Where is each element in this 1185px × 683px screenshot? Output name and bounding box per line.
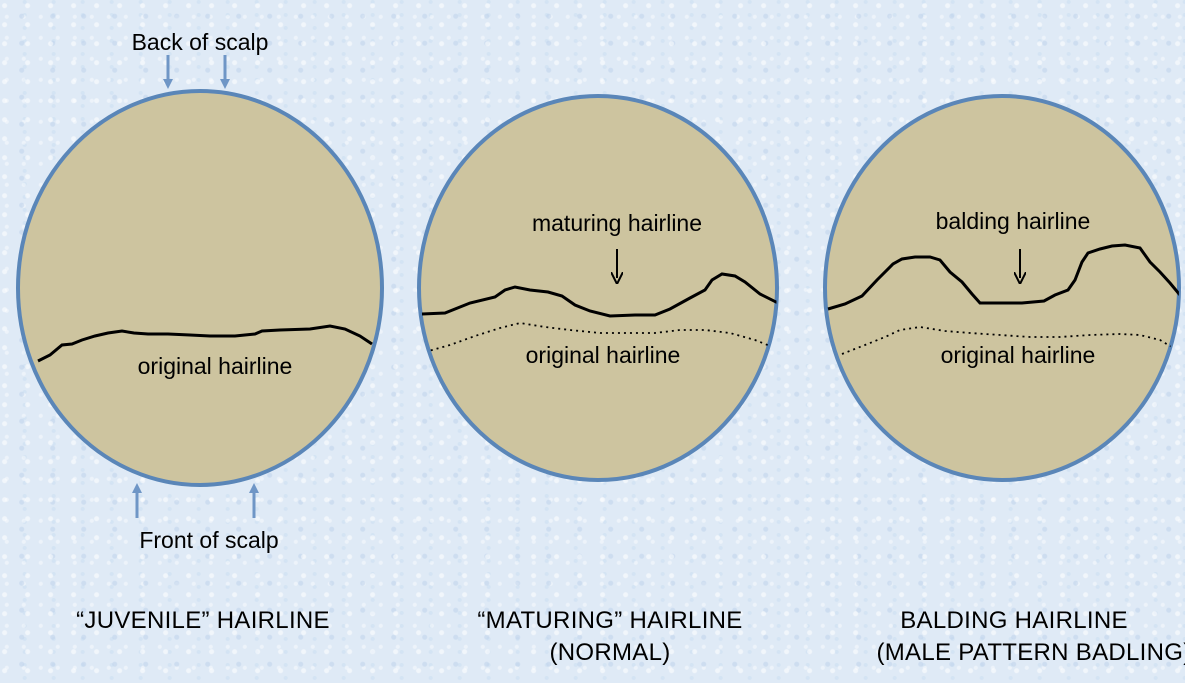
maturing-new-hairline <box>421 272 777 318</box>
juvenile-original-hairline <box>37 324 373 363</box>
front-of-scalp-label: Front of scalp <box>139 527 278 553</box>
back-of-scalp-label: Back of scalp <box>132 29 269 55</box>
maturing-caption-line2: (NORMAL) <box>549 639 670 666</box>
balding-caption-line1: BALDING HAIRLINE <box>900 607 1128 634</box>
maturing-panel: maturing hairline original hairline “MAT… <box>417 94 779 666</box>
balding-scalp <box>823 94 1181 482</box>
balding-caption-line2: (MALE PATTERN BADLING) <box>876 639 1185 666</box>
balding-panel: balding hairline original hairline BALDI… <box>823 94 1185 666</box>
maturing-original-label: original hairline <box>526 342 681 368</box>
balding-new-hairline <box>827 243 1179 311</box>
balding-hairline-label: balding hairline <box>936 208 1091 234</box>
juvenile-hairline-label: original hairline <box>138 353 293 379</box>
juvenile-scalp <box>16 89 384 487</box>
maturing-caption-line1: “MATURING” HAIRLINE <box>477 607 742 634</box>
maturing-hairline-label: maturing hairline <box>532 210 702 236</box>
juvenile-caption: “JUVENILE” HAIRLINE <box>76 607 330 634</box>
balding-original-label: original hairline <box>941 342 1096 368</box>
maturing-original-hairline-dotted <box>424 322 777 353</box>
balding-original-hairline-dotted <box>841 326 1179 355</box>
juvenile-panel: Back of scalp original hairline Front of… <box>16 29 384 634</box>
maturing-scalp <box>417 94 779 482</box>
